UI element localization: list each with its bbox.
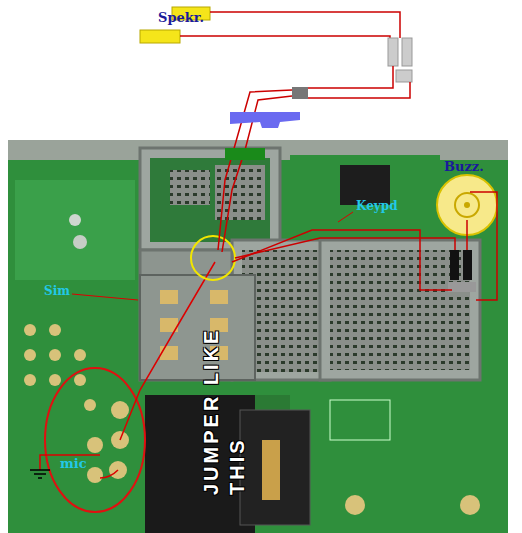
part-label: Spekr. [158,10,204,25]
part-label: mic [60,456,87,471]
part-label: Buzz. [444,159,484,174]
note-text: JUMPER LIKE THIS [198,325,250,495]
part-label: Keypd [356,199,398,213]
pcb-board [8,140,508,533]
part-label: Sim [44,284,70,298]
